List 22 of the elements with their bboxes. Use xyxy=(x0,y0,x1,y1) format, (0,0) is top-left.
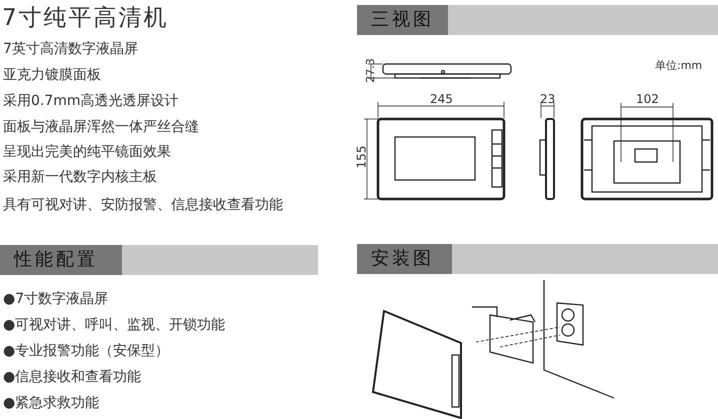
section-header-band: 安装图 xyxy=(357,244,718,274)
feature-text: 面板与液晶屏浑然一体严丝合缝 xyxy=(3,118,199,136)
feature-text: 采用0.7mm高透光透屏设计 xyxy=(3,92,179,110)
dimension-label: 245 xyxy=(430,92,453,106)
feature-text: 亚克力镀膜面板 xyxy=(3,66,101,84)
dimension-label: 155 xyxy=(354,146,368,168)
feature-text: 具有可视对讲、安防报警、信息接收查看功能 xyxy=(3,196,284,215)
feature-text: 呈现出完美的纯平镜面效果 xyxy=(3,143,171,161)
dimension-label: 23 xyxy=(540,92,556,106)
bullet-item: ●可视对讲、呼叫、监视、开锁功能 xyxy=(3,316,226,334)
unit-label: 单位:mm xyxy=(655,58,702,73)
bullet-item: ●紧急求救功能 xyxy=(3,394,100,412)
dimension-label: 27.3 xyxy=(364,58,377,83)
feature-text: 7英寸高清数字液晶屏 xyxy=(3,40,138,58)
title: 7寸纯平高清机 xyxy=(2,4,169,33)
section-header-band: 性能配置 xyxy=(0,245,318,275)
section-header-band: 三视图 xyxy=(357,5,718,35)
bullet-item: ●信息接收和查看功能 xyxy=(3,368,142,386)
dimension-label: 102 xyxy=(636,92,659,106)
bullet-item: ●专业报警功能（安保型） xyxy=(3,342,170,360)
bullet-item: ●7寸数字液晶屏 xyxy=(3,290,108,308)
feature-text: 采用新一代数字内核主板 xyxy=(3,168,157,186)
